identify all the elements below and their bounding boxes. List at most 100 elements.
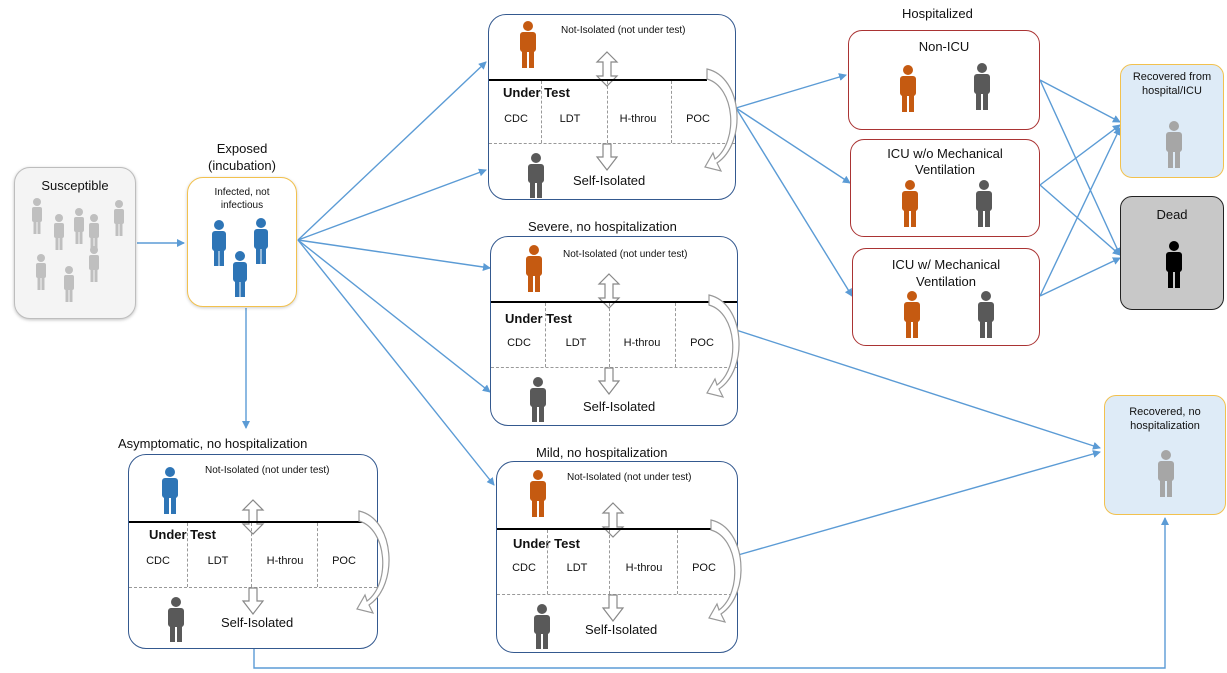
exposed-inner-line2: infectious (220, 200, 264, 211)
non-icu-label: Non-ICU (918, 39, 970, 54)
arrow-exposed-severe-self (297, 239, 491, 393)
compartment-mild-box: Not-Isolated (not under test) Under Test… (496, 461, 742, 653)
recovered-hospital-box: Recovered from hospital/ICU (1120, 64, 1224, 178)
under-test-divider (489, 79, 707, 81)
test-divider-1 (547, 530, 548, 594)
orange-person-icon (520, 21, 536, 68)
under-test-label: Under Test (513, 536, 580, 551)
curved-arrow-icon (704, 68, 738, 172)
recovered-hospital-line2: hospital/ICU (1142, 85, 1202, 97)
icu-w-label-line1: ICU w/ Mechanical (891, 257, 1001, 272)
test-cdc: CDC (507, 337, 531, 349)
mild-title: Mild, no hospitalization (536, 445, 668, 460)
severe-title: Severe, no hospitalization (528, 219, 677, 234)
asymptomatic-title: Asymptomatic, no hospitalization (118, 436, 308, 451)
black-person-icon (1166, 241, 1182, 288)
orange-person-icon (904, 291, 920, 338)
icu-wo-label-line2: Ventilation (915, 162, 975, 177)
light-person-icon (1166, 121, 1182, 168)
arrow-icuw-dead (1039, 257, 1121, 297)
blue-person-icon (162, 467, 178, 514)
hospitalized-title: Hospitalized (902, 6, 973, 21)
under-test-label: Under Test (149, 527, 216, 542)
icu-wo-label-line1: ICU w/o Mechanical (887, 146, 1003, 161)
test-poc: POC (332, 555, 356, 567)
arrow-nonicu-recovered (1039, 79, 1121, 123)
not-isolated-label: Not-Isolated (not under test) (567, 472, 692, 483)
test-ldt: LDT (207, 555, 229, 567)
test-hthrou: H-throu (619, 113, 657, 125)
double-arrow-icon (601, 502, 625, 538)
recovered-hospital-line1: Recovered from (1132, 71, 1212, 83)
exposed-title-line1: Exposed (216, 141, 268, 156)
arrow-mild-recovered (737, 450, 1101, 556)
exposed-inner-line1: Infected, not (214, 187, 270, 198)
orange-person-icon (902, 180, 918, 227)
arrow-severe-recovered (735, 329, 1101, 450)
recovered-no-hosp-line2: hospitalization (1130, 420, 1200, 432)
self-isolated-divider (489, 143, 735, 144)
test-divider-2 (609, 303, 610, 367)
exposed-box: Infected, not infectious (187, 177, 297, 307)
compartment-asymptomatic-box: Not-Isolated (not under test) Under Test… (128, 454, 390, 649)
exposed-people-icon (212, 218, 268, 297)
arrow-nonicu-dead (1039, 79, 1121, 256)
light-person-icon (1158, 450, 1174, 497)
test-divider-1 (541, 81, 542, 143)
grey-person-icon (528, 153, 544, 198)
under-test-divider (497, 528, 727, 530)
self-isolated-label: Self-Isolated (585, 622, 658, 637)
test-divider-2 (251, 523, 252, 587)
not-isolated-label: Not-Isolated (not under test) (561, 25, 686, 36)
test-hthrou: H-throu (266, 555, 304, 567)
compartment-top-box: Not-Isolated (not under test) Under Test… (488, 14, 738, 200)
arrow-exposed-top (297, 61, 487, 241)
grey-person-icon (974, 63, 990, 110)
arrow-top-icuw (735, 107, 853, 297)
arrow-exposed-severe-notiso (297, 239, 491, 271)
under-test-label: Under Test (505, 311, 572, 326)
not-isolated-label: Not-Isolated (not under test) (563, 249, 688, 260)
dead-box: Dead (1120, 196, 1224, 310)
icu-with-ventilation-box: ICU w/ Mechanical Ventilation (852, 248, 1040, 346)
under-test-label: Under Test (503, 85, 570, 100)
test-poc: POC (690, 337, 714, 349)
test-divider-3 (677, 530, 678, 594)
test-hthrou: H-throu (625, 562, 663, 574)
susceptible-label: Susceptible (41, 178, 109, 193)
curved-arrow-icon (708, 519, 742, 623)
arrow-icuwo-dead (1039, 184, 1121, 256)
test-cdc: CDC (512, 562, 536, 574)
not-isolated-label: Not-Isolated (not under test) (205, 465, 330, 476)
icu-w-label-line2: Ventilation (916, 274, 976, 289)
test-divider-3 (317, 523, 318, 587)
down-arrow-icon (595, 143, 619, 171)
orange-person-icon (526, 245, 542, 292)
arrow-top-icuwo (735, 107, 851, 184)
arrow-exposed-mild (297, 239, 495, 486)
exposed-title-line2: (incubation) (208, 158, 276, 173)
compartment-severe-box: Not-Isolated (not under test) Under Test… (490, 236, 740, 426)
down-arrow-icon (601, 594, 625, 622)
arrow-exposed-top-self (297, 168, 487, 241)
orange-person-icon (900, 65, 916, 112)
test-divider-2 (607, 81, 608, 143)
susceptible-box: Susceptible (14, 167, 136, 319)
self-isolated-label: Self-Isolated (221, 615, 294, 630)
test-poc: POC (692, 562, 716, 574)
test-divider-2 (609, 530, 610, 594)
grey-person-icon (530, 377, 546, 422)
arrow-top-nonicu (735, 73, 847, 109)
self-isolated-label: Self-Isolated (573, 173, 646, 188)
arrow-icuwo-recovered (1039, 124, 1121, 186)
test-divider-1 (187, 523, 188, 587)
test-ldt: LDT (559, 113, 581, 125)
self-isolated-label: Self-Isolated (583, 399, 656, 414)
test-ldt: LDT (566, 562, 588, 574)
icu-without-ventilation-box: ICU w/o Mechanical Ventilation (850, 139, 1040, 237)
test-cdc: CDC (146, 555, 170, 567)
down-arrow-icon (597, 367, 621, 395)
under-test-divider (129, 521, 375, 523)
arrow-icuw-recovered (1039, 127, 1121, 297)
recovered-no-hospitalization-box: Recovered, no hospitalization (1104, 395, 1226, 515)
